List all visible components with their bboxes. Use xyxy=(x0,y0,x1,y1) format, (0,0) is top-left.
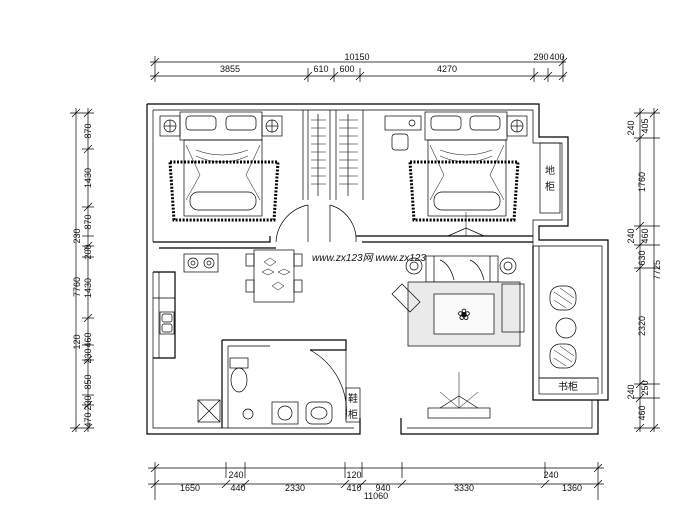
sofa-back xyxy=(425,255,499,283)
shoe-cabinet-label-1: 鞋 xyxy=(348,392,358,405)
dim-left-3: 870 xyxy=(83,214,93,229)
tv-cabinet xyxy=(427,407,491,419)
dim-right-6: 630 xyxy=(637,250,647,265)
chair-icon xyxy=(293,279,303,293)
left-dimension-line: 870 1430 870 230 200 1430 120 460 230 85… xyxy=(70,108,94,433)
chair-icon xyxy=(391,133,409,151)
right-dimension-line: 240 405 1760 240 460 630 2320 240 250 46… xyxy=(626,108,662,433)
floor-cabinet-label-1: 地 xyxy=(545,164,555,177)
dim-left-total: 7760 xyxy=(72,277,82,297)
dining-table-icon xyxy=(253,249,295,303)
wash-basin-icon xyxy=(305,401,333,425)
stove-icon xyxy=(183,253,219,273)
desk-icon xyxy=(384,115,422,131)
dim-bottom-7: 1360 xyxy=(562,483,582,493)
dim-left-2: 1430 xyxy=(83,168,93,188)
dim-left-8: 460 xyxy=(83,332,93,347)
floor-cabinet-label-2: 柜 xyxy=(545,180,555,193)
dim-top-1: 3855 xyxy=(220,64,240,74)
side-table-icon xyxy=(499,257,517,275)
dim-bottom-total: 11060 xyxy=(364,491,388,501)
watermark: www.zx123网 www.zx123 xyxy=(312,253,426,264)
dim-right-7: 2320 xyxy=(637,316,647,336)
bed-rug xyxy=(408,160,520,222)
armchair-icon xyxy=(391,283,421,313)
dim-bottom-5: 940 xyxy=(375,483,390,493)
flower-icon: ❀ xyxy=(457,307,470,324)
door-swings xyxy=(275,204,357,421)
dim-right-3: 1760 xyxy=(637,172,647,192)
washing-machine-icon xyxy=(271,401,299,425)
shoe-cabinet xyxy=(345,387,361,423)
bottom-dimension-line: 240 120 240 1650 440 2330 410 940 3330 1… xyxy=(148,462,604,501)
dim-left-10: 850 xyxy=(83,374,93,389)
round-table-icon xyxy=(555,317,577,339)
dim-left-12: 470 xyxy=(83,412,93,427)
chair-icon xyxy=(293,253,303,267)
dim-left-6: 1430 xyxy=(83,278,93,298)
chair-icon xyxy=(245,279,255,293)
dim-top-4: 4270 xyxy=(437,64,457,74)
dim-left-7: 120 xyxy=(72,334,82,349)
right-bedroom: 地 柜 xyxy=(384,111,561,237)
sink-icon xyxy=(159,311,175,335)
left-bedroom xyxy=(159,111,283,222)
dim-right-4: 240 xyxy=(626,228,636,243)
top-dimension-line: 10150 3855 610 600 4270 290 400 xyxy=(150,52,568,82)
walls xyxy=(146,103,609,435)
shoe-cabinet-label-2: 柜 xyxy=(348,408,358,421)
dim-right-2: 405 xyxy=(640,118,650,133)
dim-left-9: 230 xyxy=(83,348,93,363)
dim-top-total: 10150 xyxy=(344,52,369,62)
chair-icon xyxy=(245,253,255,267)
dim-left-5: 200 xyxy=(83,244,93,259)
dim-bottom-upper-2: 120 xyxy=(346,470,361,480)
dim-top-3: 600 xyxy=(339,64,354,74)
dim-bottom-upper-1: 240 xyxy=(228,470,243,480)
dim-right-1: 240 xyxy=(626,120,636,135)
book-cabinet xyxy=(538,377,599,395)
dim-right-5: 460 xyxy=(640,228,650,243)
dim-left-1: 870 xyxy=(83,123,93,138)
dim-right-9: 250 xyxy=(640,380,650,395)
kitchen xyxy=(153,253,219,335)
dim-top-5: 290 xyxy=(533,52,548,62)
living-room: ❀ xyxy=(391,255,525,419)
bed-icon xyxy=(183,139,263,217)
dim-bottom-4: 410 xyxy=(346,483,361,493)
dim-bottom-1: 1650 xyxy=(180,483,200,493)
dim-bottom-6: 3330 xyxy=(454,483,474,493)
floor-drain-icon xyxy=(242,408,254,420)
dim-right-8: 240 xyxy=(626,384,636,399)
bed-icon xyxy=(427,139,507,217)
dim-top-6: 400 xyxy=(549,52,564,62)
coffee-table-icon xyxy=(433,293,495,335)
floor-cabinet xyxy=(539,142,561,214)
shower-tray-icon xyxy=(197,399,221,423)
dining-area xyxy=(245,249,303,303)
dim-right-10: 460 xyxy=(637,405,647,420)
dim-left-11: 230 xyxy=(83,395,93,410)
side-table-icon xyxy=(405,257,423,275)
dim-top-2: 610 xyxy=(313,64,328,74)
sofa-side-icon xyxy=(501,283,525,333)
closets xyxy=(311,114,358,196)
dim-bottom-3: 2330 xyxy=(285,483,305,493)
dim-left-4: 230 xyxy=(72,228,82,243)
dim-right-total: 7725 xyxy=(652,260,662,280)
bed-rug xyxy=(168,160,280,222)
dim-bottom-2: 440 xyxy=(230,483,245,493)
book-cabinet-label: 书柜 xyxy=(558,380,578,393)
bathroom: 鞋 柜 xyxy=(197,357,361,425)
study: 书柜 xyxy=(538,285,599,395)
dim-bottom-upper-3: 240 xyxy=(543,470,558,480)
armchair-icon xyxy=(549,285,577,311)
toilet-tank xyxy=(229,357,249,369)
armchair-icon xyxy=(549,343,577,369)
toilet-icon xyxy=(230,367,248,393)
